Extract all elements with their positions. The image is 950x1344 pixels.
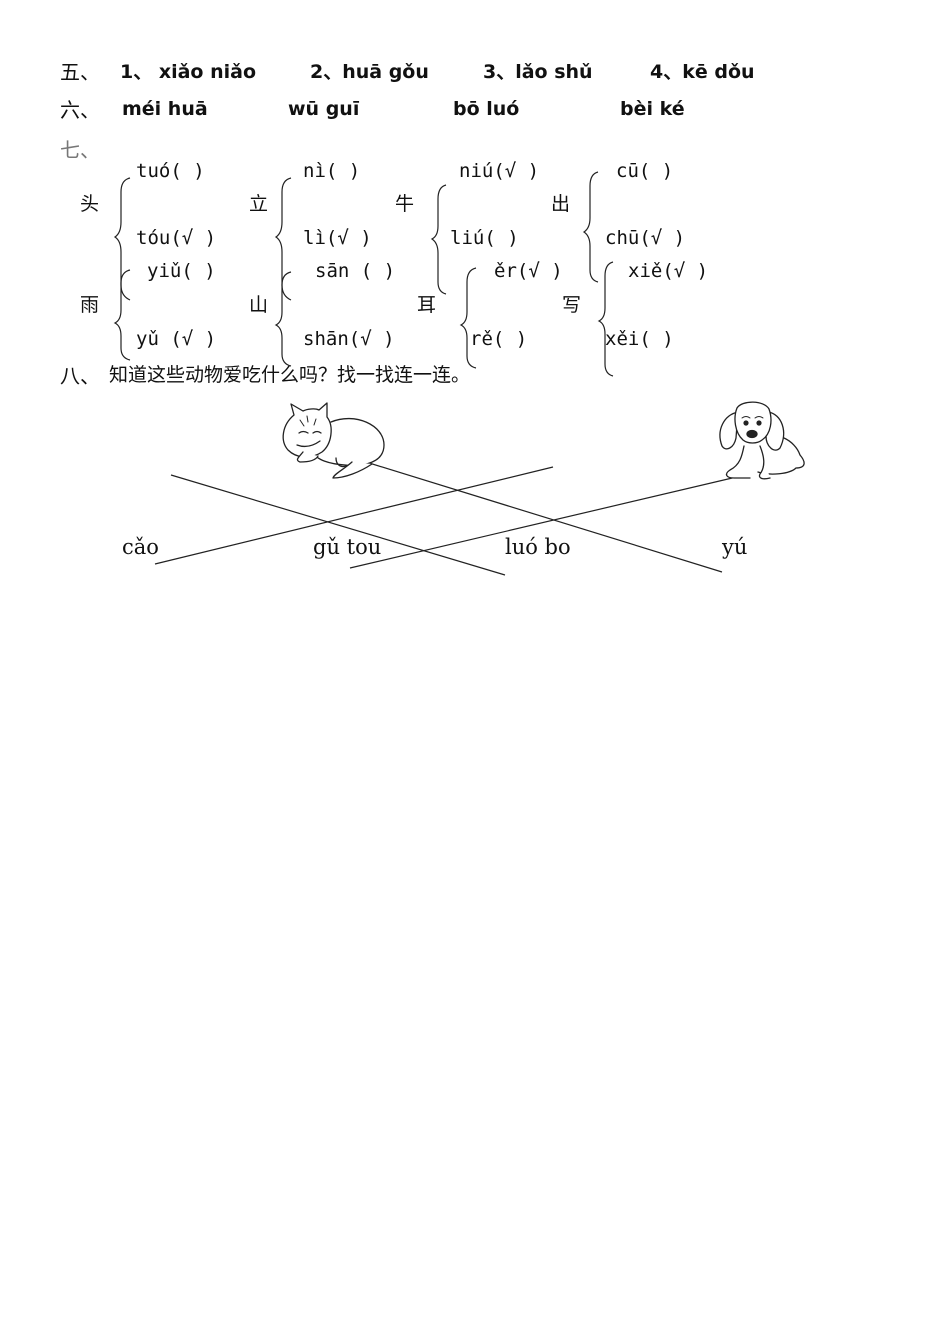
- char-chu: 出: [551, 193, 571, 215]
- char-niu: 牛: [395, 193, 415, 215]
- option-liu: liú( ): [450, 227, 519, 249]
- food-cao: cǎo: [122, 535, 159, 559]
- char-tou: 头: [80, 193, 100, 215]
- option-li: lì(√ ): [303, 227, 372, 249]
- section-6-label: 六、: [60, 98, 100, 122]
- option-xie: xiě(√ ): [628, 260, 709, 282]
- char-yu: 雨: [80, 294, 100, 316]
- match-line-4: [349, 474, 746, 569]
- char-er: 耳: [417, 294, 437, 316]
- char-shan: 山: [249, 294, 269, 316]
- brace-yu: [113, 269, 131, 361]
- cat-icon: [282, 402, 385, 479]
- option-ni: nì( ): [303, 160, 361, 182]
- option-chu: chū(√ ): [605, 227, 686, 249]
- option-yiu: yiǔ( ): [147, 260, 216, 282]
- food-gutou: gǔ tou: [313, 535, 382, 559]
- answer-5-2: 2、huā gǒu: [310, 61, 429, 83]
- matching-lines: [154, 461, 746, 576]
- option-tuo: tuó( ): [136, 160, 205, 182]
- brace-tou: [113, 177, 131, 301]
- option-re: rě( ): [470, 328, 528, 350]
- section-5-label: 五、: [60, 60, 100, 84]
- dog-icon: [719, 401, 805, 480]
- answer-6-3: bō luó: [453, 98, 520, 120]
- option-er: ěr(√ ): [494, 260, 563, 282]
- food-yu: yú: [722, 535, 748, 559]
- brace-niu: [430, 184, 447, 295]
- option-xei: xěi( ): [605, 328, 674, 350]
- option-shan: shān(√ ): [303, 328, 395, 350]
- option-niu: niú(√ ): [459, 160, 540, 182]
- match-line-3: [365, 461, 723, 573]
- answer-6-1: méi huā: [122, 98, 208, 120]
- answer-5-4: 4、kē dǒu: [650, 61, 755, 83]
- option-cu: cū( ): [616, 160, 674, 182]
- option-yu: yǔ (√ ): [136, 328, 217, 350]
- brace-er: [459, 267, 477, 369]
- answer-5-3: 3、lǎo shǔ: [483, 61, 593, 83]
- food-luobo: luó bo: [505, 535, 571, 559]
- section-8-label: 八、: [60, 364, 100, 388]
- section-7-label: 七、: [60, 138, 100, 162]
- match-line-1: [170, 474, 506, 576]
- brace-chu: [582, 171, 599, 283]
- answer-5-1: 1、 xiǎo niǎo: [120, 61, 257, 83]
- section-8-instruction: 知道这些动物爱吃什么吗？找一找连一连。: [109, 364, 471, 386]
- brace-li: [274, 177, 292, 301]
- option-san: sān ( ): [315, 260, 396, 282]
- brace-xie: [597, 261, 614, 377]
- char-xie: 写: [562, 294, 582, 316]
- brace-shan: [274, 271, 292, 367]
- answer-6-2: wū guī: [288, 98, 360, 120]
- match-line-2: [154, 466, 554, 565]
- section-7-braces: [113, 171, 614, 377]
- option-tou: tóu(√ ): [136, 227, 217, 249]
- answer-6-4: bèi ké: [620, 98, 685, 120]
- char-li: 立: [249, 193, 269, 215]
